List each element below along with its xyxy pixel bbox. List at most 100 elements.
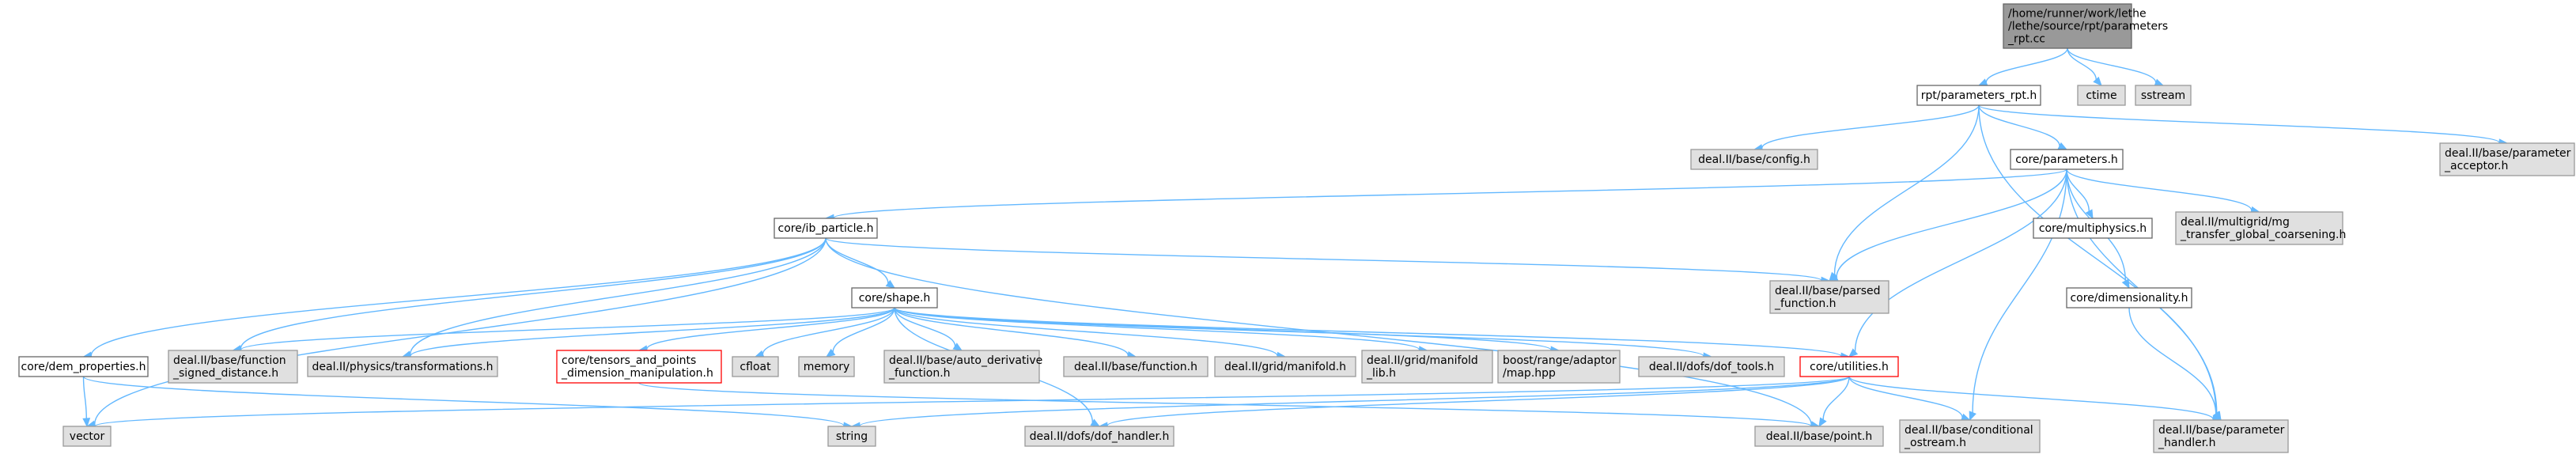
edge-line <box>2067 47 2157 83</box>
node-ctime: ctime <box>2077 85 2126 106</box>
edge-line <box>1854 168 2067 352</box>
node-utilities[interactable]: core/utilities.h <box>1799 356 1899 377</box>
edges-layer <box>82 47 2509 430</box>
edge-line <box>1848 376 1963 418</box>
node-box <box>798 356 855 377</box>
node-box <box>1899 419 2041 453</box>
edge-line <box>409 237 827 355</box>
node-label-line: _dimension_manipulation.h <box>561 367 713 380</box>
node-label-line: boost/range/adaptor <box>1503 354 1617 367</box>
edge-arrowhead <box>825 348 836 358</box>
node-acceptor: deal.II/base/parameter_acceptor.h <box>2439 142 2575 176</box>
node-label-line: core/tensors_and_points <box>562 354 696 367</box>
node-label-line: string <box>836 430 868 443</box>
edge-arrowhead <box>2121 278 2130 290</box>
edge-line <box>825 237 1822 282</box>
node-label-line: sstream <box>2141 89 2185 102</box>
node-label-line: /lethe/source/rpt/parameters <box>2008 21 2168 33</box>
edge-line <box>82 376 845 426</box>
node-dofhandler: deal.II/dofs/dof_handler.h <box>1024 426 1175 447</box>
node-box <box>1361 350 1493 384</box>
edge-utilities-to-paramhandler <box>1848 376 2222 423</box>
edge-ibparticle-to-transformations <box>401 237 827 358</box>
node-label-line: deal.II/dofs/dof_tools.h <box>1649 361 1774 373</box>
edge-line <box>1833 104 1980 275</box>
node-multiphysics[interactable]: core/multiphysics.h <box>2033 218 2153 239</box>
node-string: string <box>827 426 876 447</box>
edge-demprops-to-string <box>82 376 853 430</box>
edge-line <box>825 237 1812 426</box>
edge-tensors-to-point <box>638 382 1821 430</box>
edge-line <box>1978 104 2060 146</box>
node-transformations: deal.II/physics/transformations.h <box>307 356 498 377</box>
node-box <box>2003 3 2132 49</box>
node-ibparticle[interactable]: core/ib_particle.h <box>774 218 878 239</box>
edge-line <box>833 168 2067 219</box>
edge-demprops-to-vector <box>82 376 91 428</box>
node-box <box>556 350 722 384</box>
edge-line <box>2067 47 2097 80</box>
node-paramhandler: deal.II/base/parameter_handler.h <box>2153 419 2289 453</box>
node-box <box>2439 142 2575 176</box>
edge-shape-to-memory <box>825 307 895 358</box>
node-config: deal.II/base/config.h <box>1690 149 1818 170</box>
node-shape[interactable]: core/shape.h <box>851 287 938 308</box>
edge-coreparams-to-multiphysics <box>2066 168 2094 220</box>
edge-line <box>1972 168 2067 413</box>
node-label-line: deal.II/grid/manifold <box>1367 354 1478 367</box>
node-vector: vector <box>62 426 112 447</box>
node-box <box>1690 149 1818 170</box>
node-mgtransfer: deal.II/multigrid/mg_transfer_global_coa… <box>2175 211 2346 245</box>
node-box <box>1799 356 1899 377</box>
node-label-line: _rpt.cc <box>2007 33 2045 46</box>
edge-arrowhead <box>2154 78 2165 86</box>
node-point: deal.II/base/point.h <box>1754 426 1884 447</box>
node-coreparams[interactable]: core/parameters.h <box>2010 149 2124 170</box>
node-boostmap: boost/range/adaptor/map.hpp <box>1497 350 1621 384</box>
node-dimensionality[interactable]: core/dimensionality.h <box>2066 287 2192 308</box>
edge-arrowhead <box>1818 417 1827 428</box>
node-label-line: deal.II/grid/manifold.h <box>1224 361 1346 373</box>
edge-utilities-to-point <box>1818 376 1850 428</box>
node-label-line: deal.II/base/point.h <box>1766 430 1873 443</box>
edge-root-to-sstream <box>2067 47 2165 86</box>
edge-line <box>859 376 1850 427</box>
node-label-line: deal.II/base/parameter <box>2445 147 2571 160</box>
edge-arrowhead <box>1090 418 1101 427</box>
node-box <box>2135 85 2192 106</box>
edge-utilities-to-string <box>850 376 1850 430</box>
node-box <box>2066 287 2192 308</box>
node-condostream: deal.II/base/conditional_ostream.h <box>1899 419 2041 453</box>
edge-prpt-to-parsedfn <box>1829 104 1980 282</box>
node-label-line: deal.II/physics/transformations.h <box>312 361 494 373</box>
edge-shape-to-signeddist <box>232 307 895 354</box>
edge-arrowhead <box>2085 209 2094 220</box>
node-label-line: core/ib_particle.h <box>778 222 874 235</box>
node-label-line: _signed_distance.h <box>172 367 278 380</box>
edge-line <box>894 307 1842 358</box>
edge-line <box>240 237 827 350</box>
nodes-layer: /home/runner/work/lethe/lethe/source/rpt… <box>18 3 2575 453</box>
node-cfloat: cfloat <box>732 356 779 377</box>
edge-line <box>1848 376 2214 420</box>
node-box <box>168 350 298 384</box>
edge-line <box>1106 376 1850 426</box>
node-manifoldlib: deal.II/grid/manifold_lib.h <box>1361 350 1493 384</box>
node-demprops[interactable]: core/dem_properties.h <box>18 356 149 377</box>
node-label-line: core/shape.h <box>859 292 931 305</box>
node-label-line: deal.II/multigrid/mg <box>2181 216 2290 229</box>
edge-arrowhead <box>1969 411 1976 422</box>
edge-prpt-to-acceptor <box>1978 104 2509 147</box>
node-tensors[interactable]: core/tensors_and_points_dimension_manipu… <box>556 350 722 384</box>
edge-line <box>1978 104 2500 143</box>
edge-prpt-to-coreparams <box>1978 104 2068 150</box>
edge-coreparams-to-condostream <box>1969 168 2067 422</box>
edge-line <box>240 307 895 350</box>
node-prpt[interactable]: rpt/parameters_rpt.h <box>1916 85 2041 106</box>
node-box <box>774 218 878 239</box>
edge-line <box>894 307 1278 357</box>
node-label-line: deal.II/dofs/dof_handler.h <box>1030 430 1170 443</box>
node-label-line: _function.h <box>1774 297 1836 310</box>
node-root[interactable]: /home/runner/work/lethe/lethe/source/rpt… <box>2003 3 2168 49</box>
